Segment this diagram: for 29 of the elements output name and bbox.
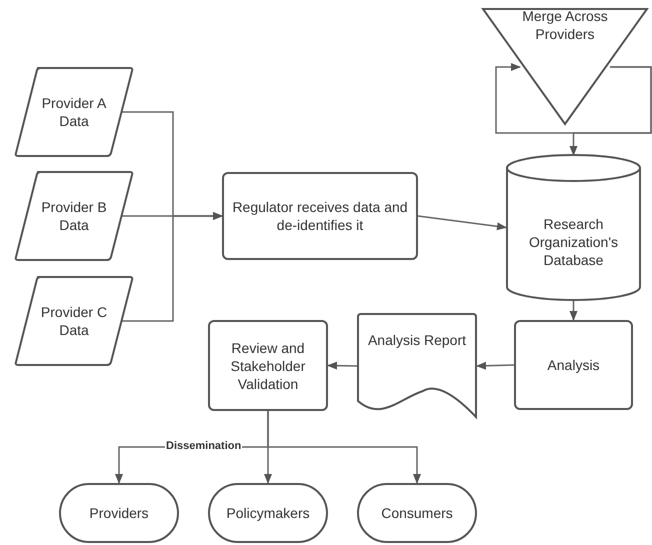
node-label: Consumers <box>381 504 453 522</box>
node-label: Provider C Data <box>40 303 108 339</box>
process-box <box>514 320 633 410</box>
arrow <box>327 362 358 370</box>
merge-triangle <box>482 8 648 125</box>
document-shape <box>357 313 477 419</box>
arrow <box>570 66 652 156</box>
node-label: Analysis <box>547 356 600 374</box>
node-label: Provider B Data <box>40 198 108 234</box>
node-label: Merge Across Providers <box>521 6 609 42</box>
database-cylinder <box>506 155 641 300</box>
arrow <box>122 212 223 322</box>
arrow <box>418 215 507 230</box>
arrow <box>570 300 578 321</box>
node-label: Providers <box>89 504 149 522</box>
arrow <box>267 411 421 484</box>
arrow <box>476 362 514 370</box>
process-box <box>222 172 418 260</box>
edge-label: Dissemination <box>165 440 242 452</box>
node-label: Regulator receives data and de-identifies it <box>231 198 409 234</box>
node-label: Research Organization's Database <box>528 214 620 268</box>
data-input-parallelogram <box>15 171 133 261</box>
process-box <box>208 320 328 411</box>
node-label: Analysis Report <box>368 331 466 349</box>
node-label: Review and Stakeholder Validation <box>230 338 306 392</box>
data-input-parallelogram <box>15 276 133 366</box>
node-label: Policymakers <box>226 504 310 522</box>
node-label: Provider A Data <box>40 94 108 130</box>
data-input-parallelogram <box>15 67 133 157</box>
